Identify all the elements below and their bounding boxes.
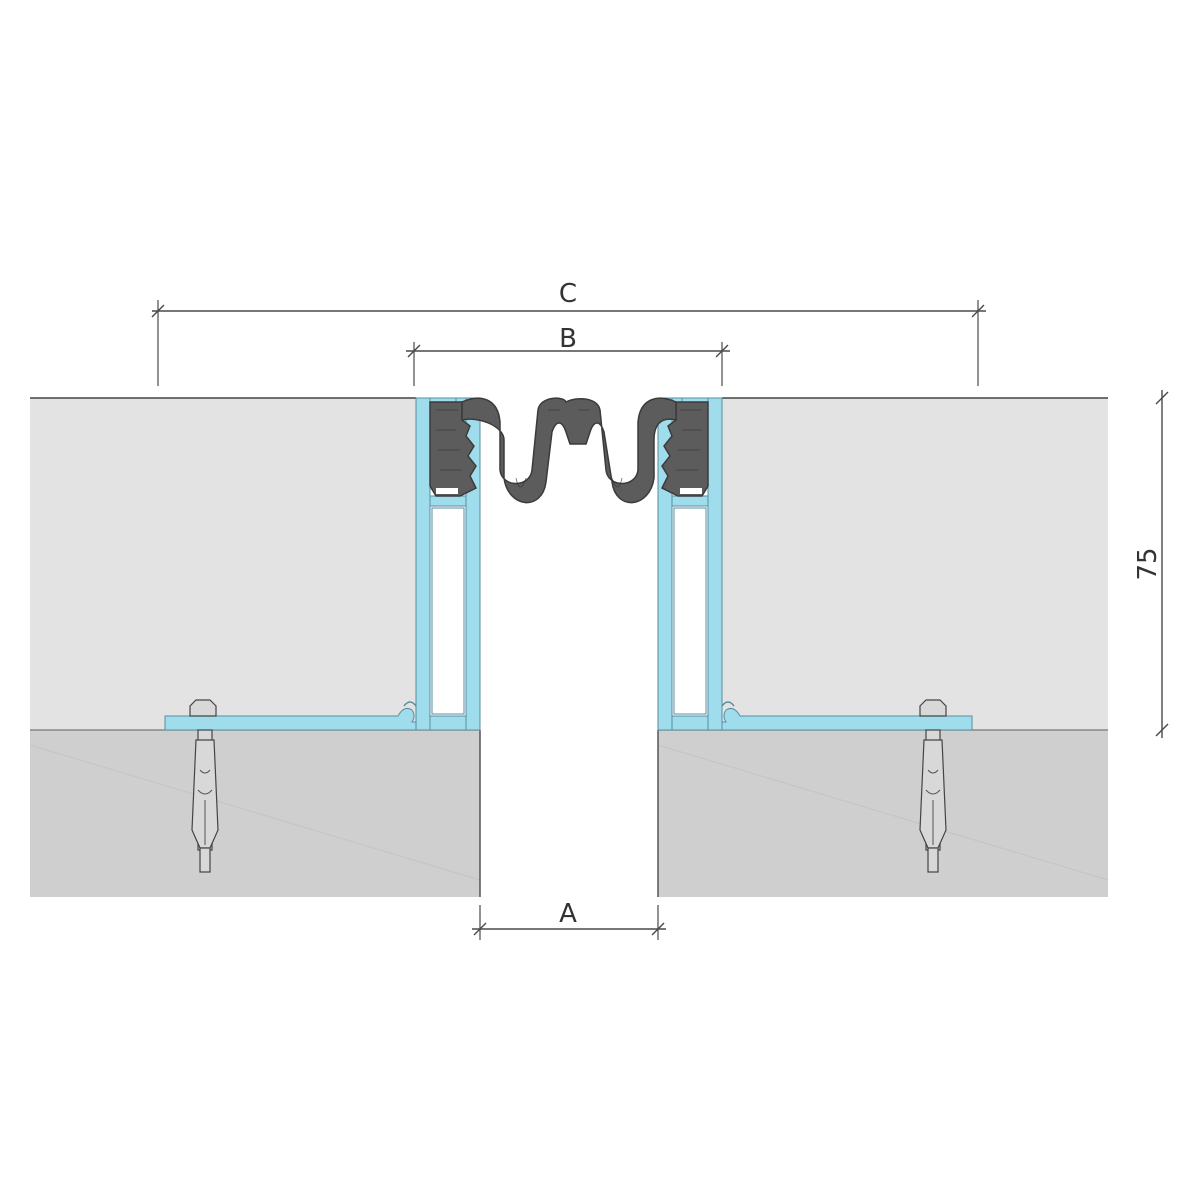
dimension-height: 75: [1133, 390, 1169, 738]
substrate-right: [658, 730, 1108, 897]
screed-left: [30, 398, 416, 730]
rubber-seal: [429, 397, 709, 504]
dimension-b-label: B: [559, 324, 577, 354]
anchor-bolt-left: [189, 699, 219, 873]
dimension-a-label: A: [559, 899, 577, 929]
profile-right: [657, 397, 973, 731]
dimension-a: A: [472, 899, 666, 940]
dimension-b: B: [406, 324, 730, 386]
screed: [30, 397, 1108, 731]
substrate: [29, 730, 1109, 897]
screed-right: [722, 398, 1108, 730]
dimension-c: C: [151, 279, 986, 386]
anchor-bolt-right: [919, 699, 947, 873]
substrate-left: [30, 730, 480, 897]
dimension-c-label: C: [559, 279, 577, 309]
dimension-height-label: 75: [1133, 547, 1163, 580]
